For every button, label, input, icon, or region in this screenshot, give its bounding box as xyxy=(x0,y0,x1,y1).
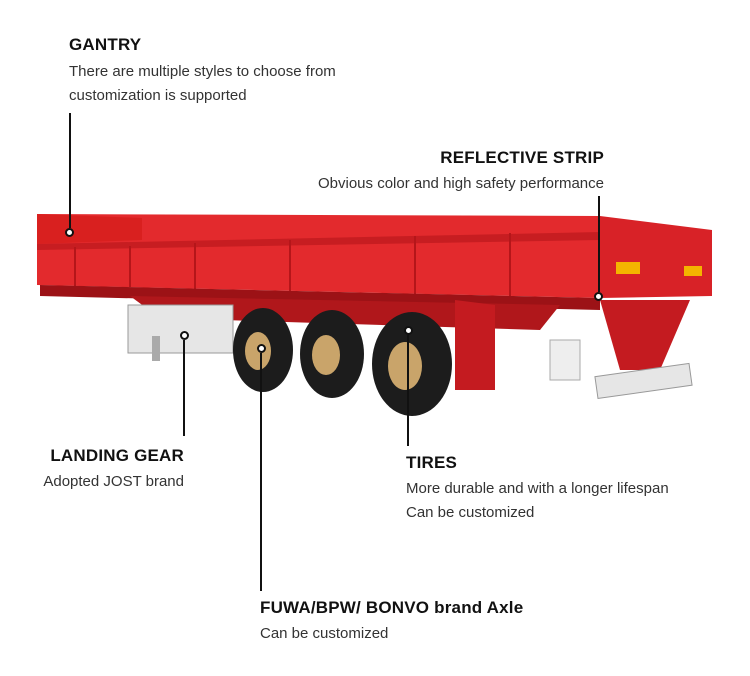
gantry-panel xyxy=(37,214,142,244)
tires-leader-line xyxy=(407,335,409,446)
reflective-strip-desc: Obvious color and high safety performanc… xyxy=(318,175,604,192)
gantry-desc-line2: customization is supported xyxy=(69,87,247,104)
gantry-desc-line1: There are multiple styles to choose from xyxy=(69,63,336,80)
tires-desc-line2: Can be customized xyxy=(406,504,535,521)
rear-bumper xyxy=(594,362,693,399)
gantry-marker xyxy=(65,228,74,237)
reflective-strip-leader-line xyxy=(598,196,600,292)
axle-desc: Can be customized xyxy=(260,625,389,642)
tires-desc-line1: More durable and with a longer lifespan xyxy=(406,480,669,497)
gantry-title: GANTRY xyxy=(69,35,142,54)
landing-gear-title: LANDING GEAR xyxy=(50,446,184,465)
gantry-leader-line xyxy=(69,113,71,228)
landing-gear-leader-line xyxy=(183,340,185,436)
tires-marker xyxy=(404,326,413,335)
axle-title: FUWA/BPW/ BONVO brand Axle xyxy=(260,598,524,617)
trailer-rear-panel xyxy=(600,216,712,298)
reflective-strip-marker xyxy=(594,292,603,301)
tires-group xyxy=(233,308,452,416)
landing-gear-marker xyxy=(180,331,189,340)
landing-gear-desc: Adopted JOST brand xyxy=(43,473,184,490)
reflective-strip-title: REFLECTIVE STRIP xyxy=(440,148,604,167)
landing-gear-box xyxy=(127,304,234,354)
tires-title: TIRES xyxy=(406,453,458,472)
axle-leader-line xyxy=(260,353,262,591)
axle-marker xyxy=(257,344,266,353)
